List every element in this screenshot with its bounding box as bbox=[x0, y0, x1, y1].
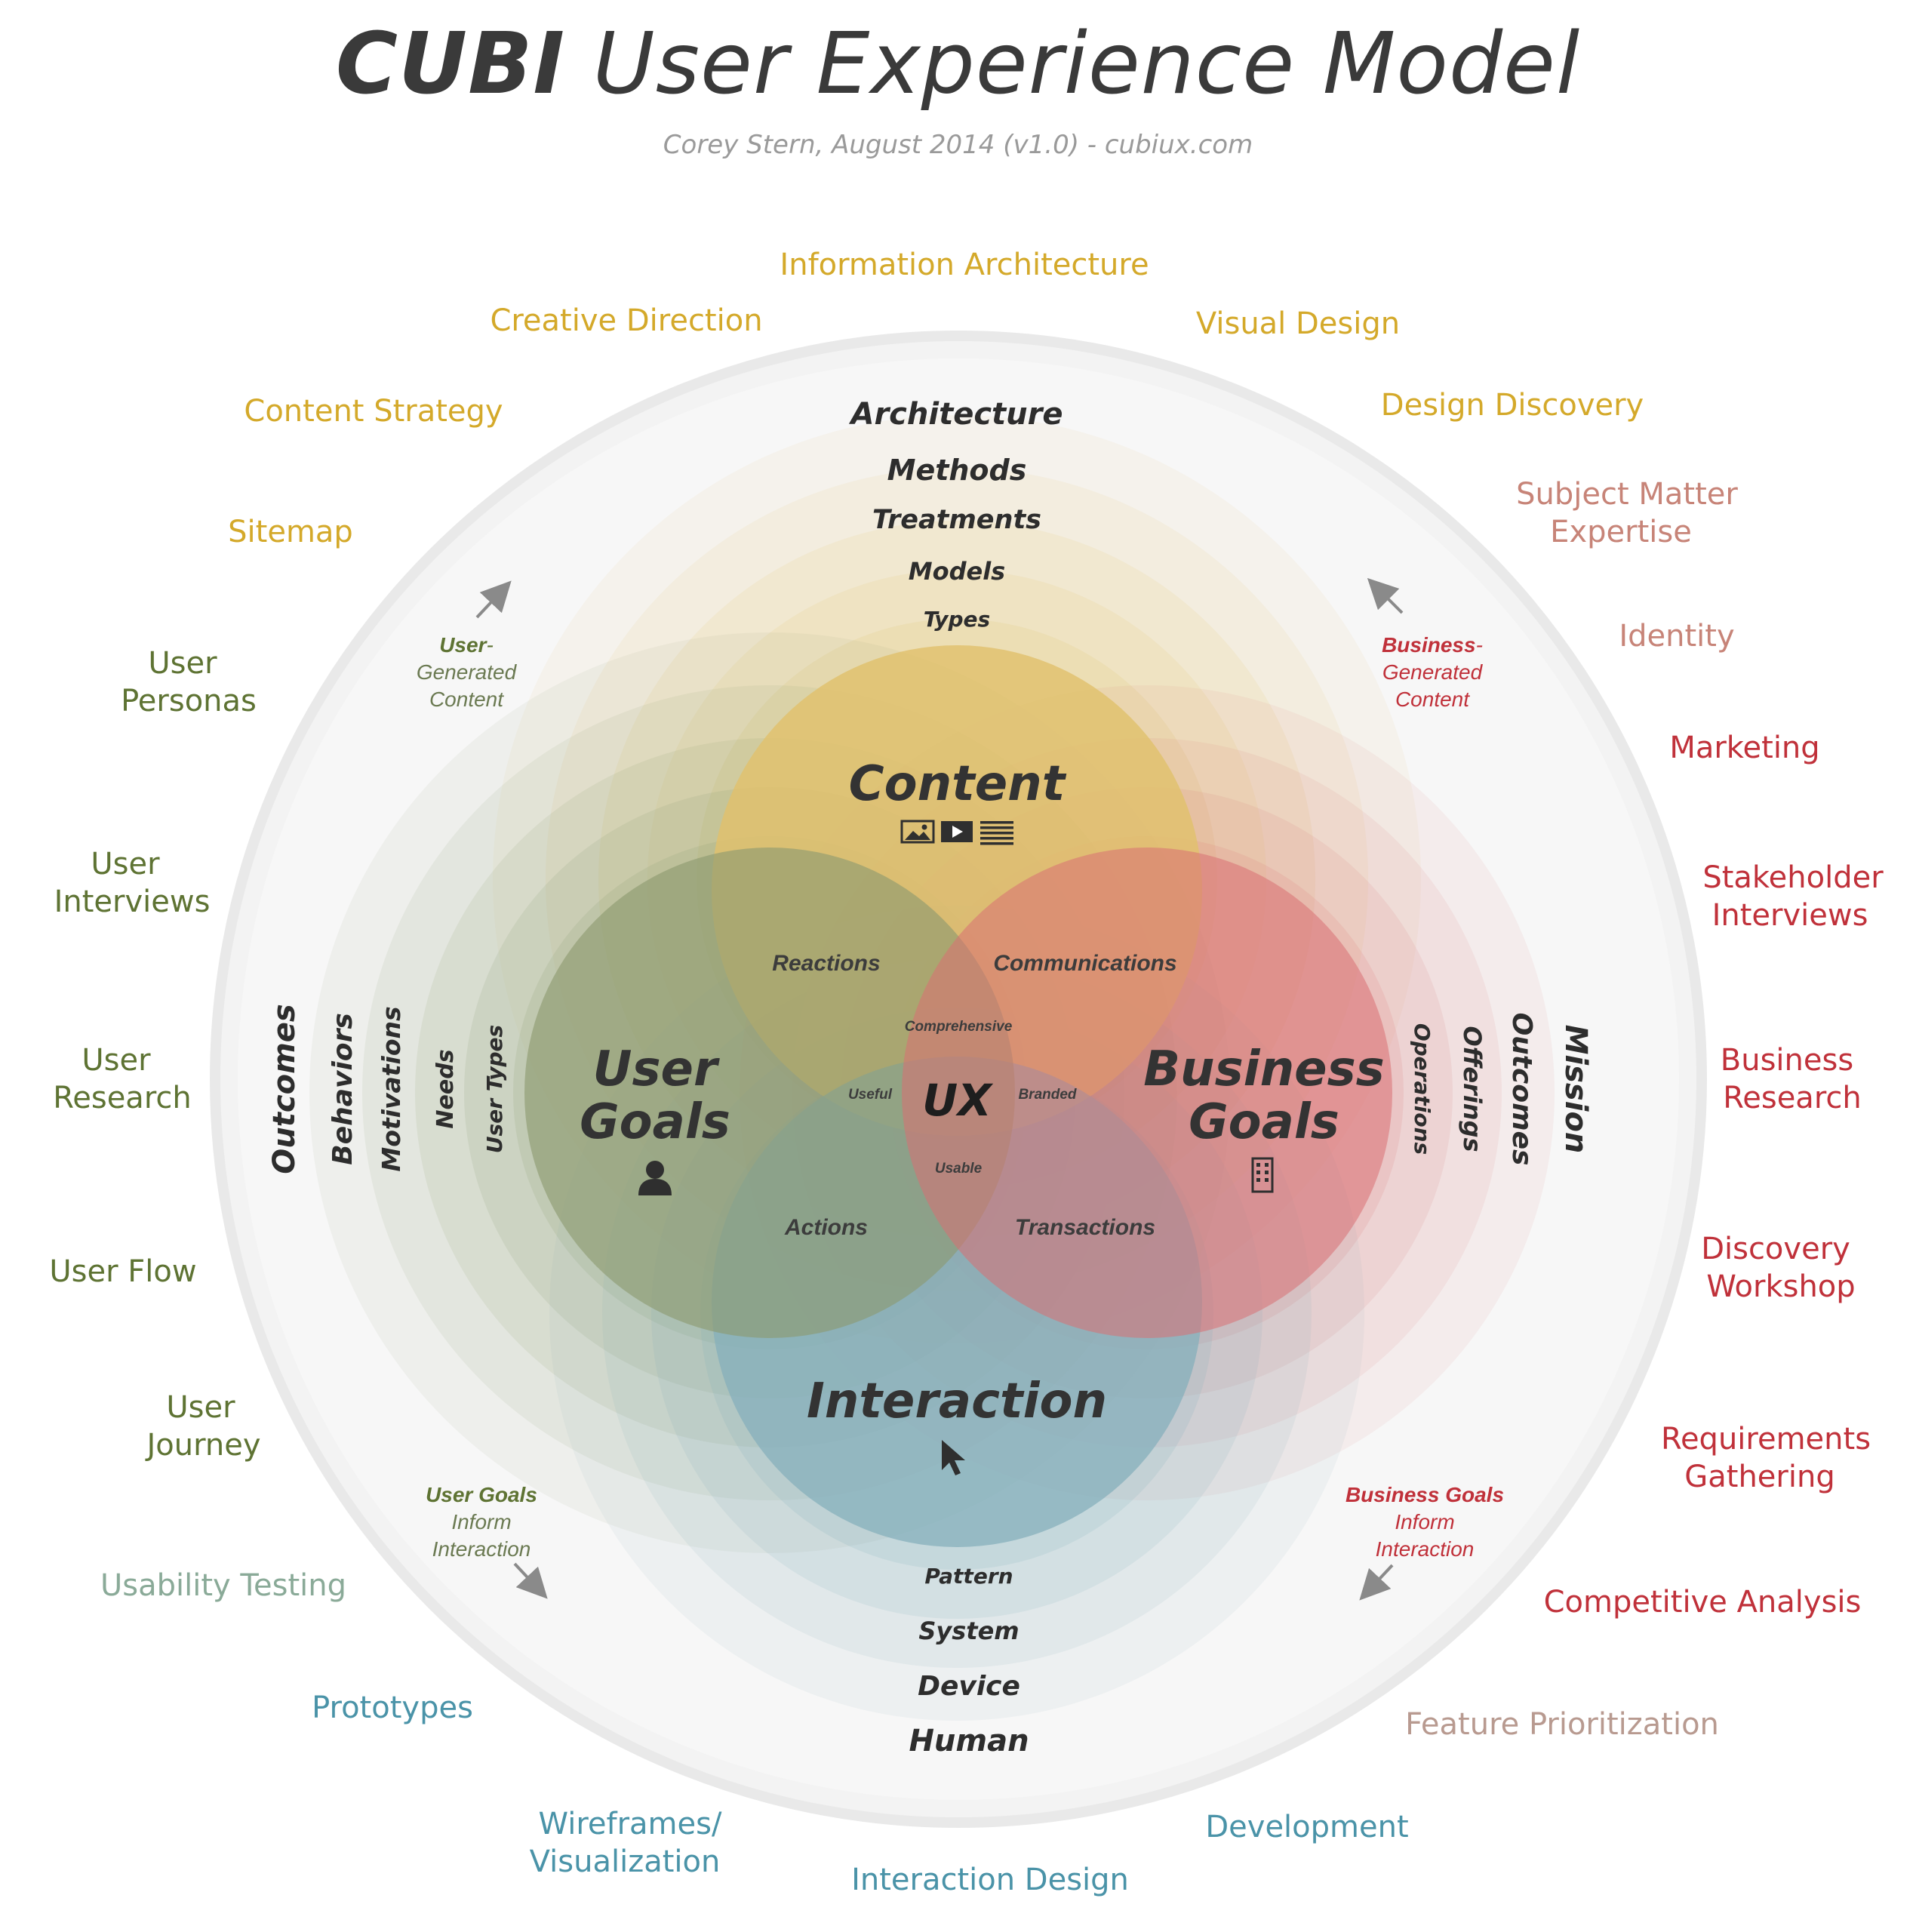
note-business-goals-inform-line1: Business Goals bbox=[1346, 1483, 1504, 1506]
core-user-goals-line1: User bbox=[592, 1041, 719, 1097]
interaction-layer-device: Device bbox=[918, 1671, 1020, 1702]
user-layer-outcomes: Outcomes bbox=[267, 1004, 302, 1174]
content-layer-treatments: Treatments bbox=[872, 505, 1041, 535]
text-lines-icon bbox=[980, 821, 1013, 845]
note-business-goals-inform-line3: Interaction bbox=[1376, 1537, 1475, 1561]
user-layer-motivations: Motivations bbox=[377, 1006, 406, 1171]
practice-marketing: Marketing bbox=[1669, 731, 1819, 765]
note-user-goals-inform-line1: User Goals bbox=[426, 1483, 537, 1506]
building-icon bbox=[1251, 1157, 1274, 1193]
note-user-goals-inform-line2: Inform bbox=[451, 1510, 511, 1534]
content-layer-architecture: Architecture bbox=[849, 397, 1063, 432]
practice-stakeholder-interviews-line2: Interviews bbox=[1712, 898, 1868, 933]
overlap-transactions: Transactions bbox=[1015, 1215, 1155, 1240]
practice-user-research-line1: User bbox=[81, 1043, 151, 1078]
practice-user-flow: User Flow bbox=[49, 1254, 196, 1289]
user-icon bbox=[638, 1161, 672, 1195]
practice-design-discovery: Design Discovery bbox=[1381, 388, 1644, 423]
practice-subject-matter-line1: Subject Matter bbox=[1516, 477, 1738, 512]
business-goals-circle bbox=[902, 848, 1392, 1338]
overlap-useful: Useful bbox=[848, 1087, 893, 1103]
page-subtitle: Corey Stern, August 2014 (v1.0) - cubiux… bbox=[663, 130, 1253, 160]
note-business-generated-line2: Generated bbox=[1382, 660, 1484, 684]
practice-user-journey-line2: Journey bbox=[145, 1428, 261, 1463]
content-layer-methods: Methods bbox=[887, 454, 1027, 487]
practice-stakeholder-interviews-line1: Stakeholder bbox=[1702, 860, 1884, 895]
practice-requirements-gathering-line1: Requirements bbox=[1661, 1422, 1871, 1457]
user-layer-behaviors: Behaviors bbox=[328, 1013, 358, 1165]
user-layer-needs: Needs bbox=[432, 1049, 459, 1128]
interaction-layer-pattern: Pattern bbox=[924, 1564, 1013, 1589]
practice-competitive-analysis: Competitive Analysis bbox=[1544, 1585, 1862, 1620]
practice-feature-prioritization: Feature Prioritization bbox=[1405, 1707, 1719, 1742]
practice-development: Development bbox=[1205, 1810, 1408, 1844]
content-layer-models: Models bbox=[909, 557, 1005, 586]
interaction-layer-human: Human bbox=[909, 1724, 1029, 1758]
practice-information-architecture: Information Architecture bbox=[780, 248, 1149, 282]
overlap-comprehensive: Comprehensive bbox=[905, 1019, 1013, 1035]
practice-prototypes: Prototypes bbox=[312, 1690, 473, 1725]
user-layer-user-types: User Types bbox=[482, 1025, 507, 1153]
practice-user-personas-line2: Personas bbox=[121, 684, 257, 718]
core-interaction-label: Interaction bbox=[807, 1374, 1107, 1429]
practice-user-research-line2: Research bbox=[53, 1081, 191, 1115]
practice-content-strategy: Content Strategy bbox=[244, 394, 503, 429]
practice-user-personas-line1: User bbox=[148, 646, 217, 681]
business-layer-mission: Mission bbox=[1558, 1025, 1593, 1154]
practice-discovery-workshop-line2: Workshop bbox=[1706, 1269, 1855, 1304]
overlap-branded: Branded bbox=[1018, 1087, 1076, 1103]
image-icon bbox=[900, 820, 935, 844]
note-user-goals-inform-line3: Interaction bbox=[432, 1537, 531, 1561]
note-user-generated-line1: User- bbox=[439, 633, 494, 657]
practice-user-interviews-line2: Interviews bbox=[54, 884, 211, 919]
content-layer-types: Types bbox=[924, 607, 990, 632]
title-brand: CUBI bbox=[335, 15, 566, 113]
practice-sitemap: Sitemap bbox=[228, 515, 353, 549]
interaction-layer-system: System bbox=[918, 1617, 1019, 1645]
user-goals-circle bbox=[524, 848, 1015, 1338]
practice-interaction-design: Interaction Design bbox=[851, 1863, 1129, 1897]
core-user-goals-line2: Goals bbox=[580, 1094, 730, 1150]
practice-identity: Identity bbox=[1619, 619, 1734, 654]
arrow-ugi-icon bbox=[513, 1562, 548, 1599]
overlap-reactions: Reactions bbox=[772, 951, 880, 976]
practice-business-research-line2: Research bbox=[1723, 1081, 1861, 1115]
business-layer-offerings: Offerings bbox=[1458, 1026, 1487, 1152]
business-layer-outcomes: Outcomes bbox=[1506, 1013, 1537, 1166]
practice-business-research-line1: Business bbox=[1721, 1043, 1853, 1078]
page-title: CUBI User Experience Model bbox=[0, 15, 1916, 113]
core-business-goals-line1: Business bbox=[1143, 1041, 1385, 1097]
video-play-icon bbox=[941, 821, 973, 842]
note-business-generated-line1: Business- bbox=[1382, 633, 1483, 657]
note-business-generated-line3: Content bbox=[1395, 688, 1470, 711]
overlap-usable: Usable bbox=[935, 1161, 983, 1177]
core-ux-label: UX bbox=[922, 1075, 994, 1126]
business-layer-operations: Operations bbox=[1410, 1023, 1435, 1155]
practice-visual-design: Visual Design bbox=[1196, 306, 1400, 341]
cursor-arrow-icon bbox=[942, 1440, 965, 1475]
overlap-communications: Communications bbox=[993, 951, 1176, 976]
overlap-actions: Actions bbox=[784, 1215, 868, 1240]
note-user-generated-line2: Generated bbox=[417, 660, 518, 684]
note-user-generated-line3: Content bbox=[429, 688, 504, 711]
practice-user-interviews-line1: User bbox=[91, 847, 160, 881]
practice-wireframes-line2: Visualization bbox=[530, 1844, 721, 1879]
practice-requirements-gathering-line2: Gathering bbox=[1684, 1460, 1835, 1494]
practice-subject-matter-line2: Expertise bbox=[1550, 515, 1692, 549]
practice-wireframes-line1: Wireframes/ bbox=[539, 1807, 722, 1841]
arrow-bgi-icon bbox=[1359, 1564, 1394, 1601]
practice-user-journey-line1: User bbox=[166, 1390, 235, 1425]
practice-discovery-workshop-line1: Discovery bbox=[1701, 1232, 1850, 1266]
practice-creative-direction: Creative Direction bbox=[490, 303, 762, 338]
core-business-goals-line2: Goals bbox=[1189, 1094, 1339, 1150]
arrow-bgc-icon bbox=[1367, 577, 1404, 614]
note-business-goals-inform-line2: Inform bbox=[1395, 1510, 1454, 1534]
title-rest: User Experience Model bbox=[592, 15, 1581, 113]
core-content-label: Content bbox=[849, 756, 1067, 812]
arrow-ugc-icon bbox=[475, 580, 512, 619]
practice-usability-testing: Usability Testing bbox=[100, 1568, 346, 1603]
